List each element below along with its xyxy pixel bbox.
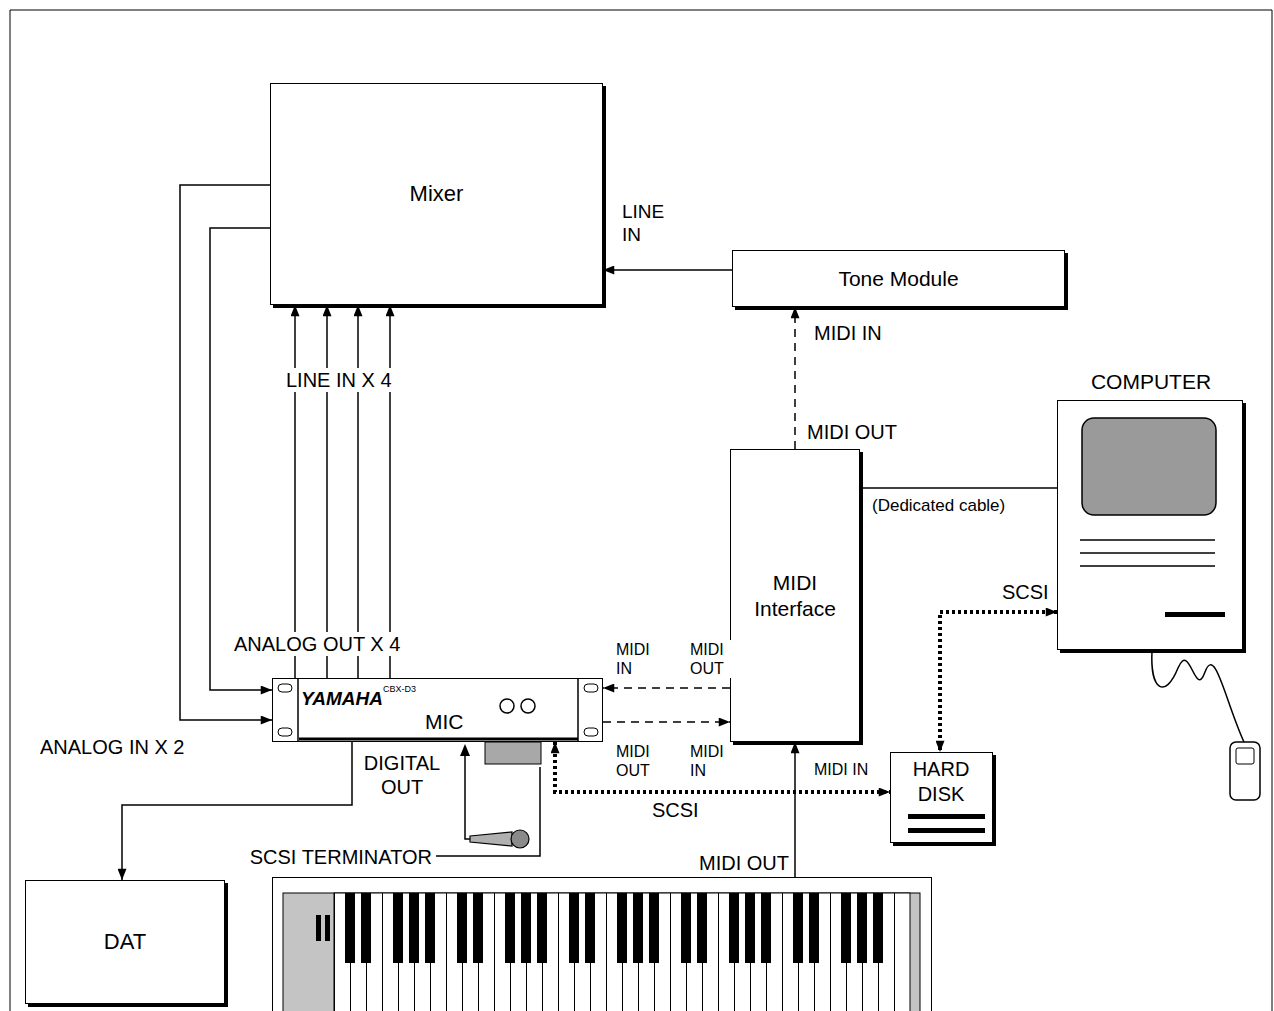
audio-cable	[603, 269, 732, 271]
bus-label: SCSI	[650, 798, 701, 822]
mic-arrowhead	[460, 744, 470, 756]
rack-unit: YAMAHACBX-D3MIC	[272, 678, 603, 742]
computer-slot	[1080, 539, 1215, 541]
rack-hole	[278, 728, 292, 736]
box-label: MIDI Interface	[740, 570, 850, 622]
computer-drive	[1165, 612, 1225, 617]
signal-label: ANALOG IN X 2	[38, 735, 187, 759]
knob-symbol	[521, 699, 535, 713]
audio-cable	[860, 487, 1057, 489]
port-label: MIDI IN	[812, 321, 884, 345]
box-label: Mixer	[410, 181, 464, 207]
disk-platter	[908, 814, 985, 819]
page-frame	[10, 10, 1272, 1011]
computer-unit: COMPUTER	[1057, 400, 1243, 650]
mouse-cable	[1152, 651, 1244, 742]
pitch-wheel	[316, 915, 321, 941]
unit-heading: COMPUTER	[1058, 369, 1244, 394]
rack-hole	[584, 684, 598, 692]
rack-ear-edge	[297, 678, 299, 742]
audio-cable	[294, 305, 296, 678]
port-label: MIDI OUT	[805, 420, 899, 444]
mod-wheel	[325, 915, 330, 941]
module-box: Tone Module	[732, 250, 1065, 307]
midi-cable	[794, 307, 796, 449]
keyboard-panel	[283, 893, 920, 1011]
port-label: MIDI IN	[812, 760, 870, 779]
black-keys	[334, 893, 894, 963]
port-label: MIDI OUT	[614, 742, 662, 780]
box-label: HARD DISK	[901, 757, 981, 807]
panel-shadow	[299, 738, 578, 741]
scsi-cable	[555, 742, 890, 792]
white-keys	[334, 893, 910, 1011]
bus-label: SCSI	[1000, 580, 1051, 604]
scsi-cable	[940, 612, 1057, 752]
rack-ear-edge	[577, 678, 579, 742]
audio-cable	[210, 228, 272, 690]
midi-cable	[603, 687, 730, 689]
signal-label: ANALOG OUT X 4	[232, 632, 402, 656]
mouse-symbol	[1230, 742, 1260, 800]
disk-box: HARD DISK	[890, 752, 993, 843]
rack-hole	[584, 728, 598, 736]
rack-hole	[278, 684, 292, 692]
recorder-box: DAT	[25, 880, 225, 1004]
port-label: MIDI IN	[688, 742, 732, 780]
audio-cable	[389, 305, 391, 678]
midi-cable	[603, 721, 730, 723]
microphone-head	[511, 830, 529, 848]
disk-platter	[908, 828, 985, 833]
audio-cable	[794, 742, 796, 877]
port-label: MIDI OUT	[699, 851, 789, 875]
audio-cable	[357, 305, 359, 678]
brand-logo: YAMAHA	[301, 687, 383, 710]
audio-cable	[326, 305, 328, 678]
part-label: SCSI TERMINATOR	[200, 845, 434, 869]
box-label: DAT	[104, 929, 146, 955]
port-label: MIDI OUT	[688, 640, 732, 678]
keyboard-unit: MIDI OUT	[272, 877, 932, 1011]
knob-symbol	[500, 699, 514, 713]
terminator-plug	[485, 742, 541, 764]
signal-label: LINE IN X 4	[284, 368, 394, 392]
cable-note: (Dedicated cable)	[870, 496, 1007, 516]
microphone-handle	[470, 832, 512, 846]
port-label: LINE IN	[620, 200, 674, 246]
computer-slot	[1080, 565, 1215, 567]
signal-label: DIGITAL OUT	[358, 751, 446, 799]
box-label: Tone Module	[838, 266, 958, 291]
leader-line	[436, 767, 540, 856]
computer-screen	[1082, 418, 1216, 515]
mixer-box: Mixer	[270, 83, 603, 305]
input-label: MIC	[425, 709, 464, 734]
port-label: MIDI IN	[614, 640, 662, 678]
interface-box: MIDI Interface	[730, 449, 860, 742]
computer-slot	[1080, 552, 1215, 554]
model-number: CBX-D3	[383, 684, 416, 695]
mouse-button	[1236, 748, 1254, 764]
mic-wire	[465, 752, 470, 839]
